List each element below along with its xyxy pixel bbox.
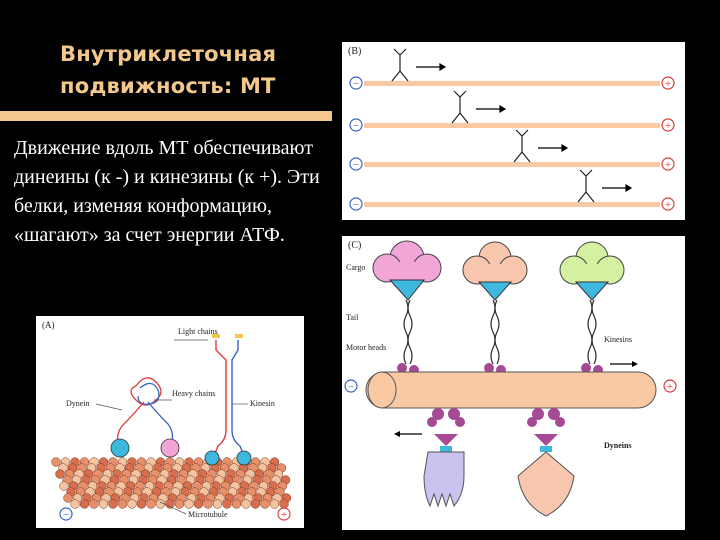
title-line-2: подвижность: МТ <box>60 70 330 102</box>
panel-a-label: (A) <box>42 320 55 330</box>
kinesin-cargo-pink <box>373 241 441 300</box>
panel-b-track-row: −+ <box>350 170 674 211</box>
panel-b-track-row: −+ <box>350 91 674 132</box>
figure-panel-c: (C) <box>342 236 685 530</box>
dynein-left <box>424 408 465 506</box>
svg-text:+: + <box>665 78 671 90</box>
svg-text:−: − <box>63 509 69 521</box>
panel-c-minus-marker: − <box>345 380 357 393</box>
svg-text:+: + <box>281 509 287 521</box>
kinesins-label: Kinesins <box>604 335 632 344</box>
motion-arrow <box>416 64 445 70</box>
motion-arrow <box>538 145 567 151</box>
svg-text:−: − <box>353 199 359 211</box>
svg-text:−: − <box>353 159 359 171</box>
dynein-right <box>518 408 574 516</box>
panel-b-tracks: −+−+−+−+ <box>350 49 674 211</box>
kinesin-motor-icon <box>392 49 408 81</box>
panel-a-minus-marker: − <box>60 508 72 521</box>
microtubule-label: Microtubule <box>188 510 228 519</box>
title-underline-bar <box>0 111 332 121</box>
tail-label: Tail <box>346 313 359 322</box>
figure-panel-a: (A) Light chains Hea <box>36 316 304 528</box>
motion-arrow <box>476 106 505 112</box>
panel-c-microtubule <box>366 372 656 408</box>
panel-b-label: (B) <box>348 46 361 57</box>
dynein-label: Dynein <box>66 399 90 408</box>
figure-panel-b: (B) −+−+−+−+ <box>342 42 685 220</box>
slide-body-text: Движение вдоль МТ обеспечивают динеины (… <box>14 134 336 250</box>
motor-heads-label: Motor heads <box>346 343 386 352</box>
panel-a-microtubule-lattice <box>52 458 291 509</box>
kinesin-cargo-green <box>560 242 624 300</box>
motion-arrow <box>602 185 631 191</box>
kinesin-direction-arrow <box>610 361 638 367</box>
kinesin-label: Kinesin <box>250 399 275 408</box>
kinesin-motor-icon <box>514 130 530 162</box>
svg-text:+: + <box>665 120 671 132</box>
kinesin-stalks <box>404 300 596 364</box>
dyneins-label: Dyneins <box>604 441 632 450</box>
dynein-molecule <box>111 378 179 457</box>
kinesin-motor-icon <box>578 170 594 202</box>
panel-a-plus-marker: + <box>278 508 290 521</box>
panel-c-label: (C) <box>348 240 361 251</box>
svg-text:−: − <box>348 381 354 393</box>
dynein-direction-arrow <box>394 431 422 437</box>
kinesin-motor-icon <box>452 91 468 123</box>
cargo-label: Cargo <box>346 263 365 272</box>
heavy-chains-label: Heavy chains <box>172 389 215 398</box>
light-chains-label: Light chains <box>178 327 218 336</box>
svg-text:+: + <box>665 199 671 211</box>
panel-b-track-row: −+ <box>350 130 674 171</box>
title-line-1: Внутриклеточная <box>60 38 330 70</box>
panel-b-svg: (B) −+−+−+−+ <box>342 42 685 220</box>
svg-text:+: + <box>665 159 671 171</box>
kinesin-cargo-peach <box>463 242 527 300</box>
svg-text:+: + <box>667 381 673 393</box>
svg-text:−: − <box>353 120 359 132</box>
panel-c-plus-marker: + <box>664 380 676 393</box>
panel-a-svg: (A) Light chains Hea <box>36 316 304 528</box>
panel-b-track-row: −+ <box>350 49 674 90</box>
kinesin-molecule <box>205 334 251 465</box>
svg-text:−: − <box>353 78 359 90</box>
slide-title: Внутриклеточная подвижность: МТ <box>60 38 330 102</box>
panel-c-svg: (C) <box>342 236 685 530</box>
